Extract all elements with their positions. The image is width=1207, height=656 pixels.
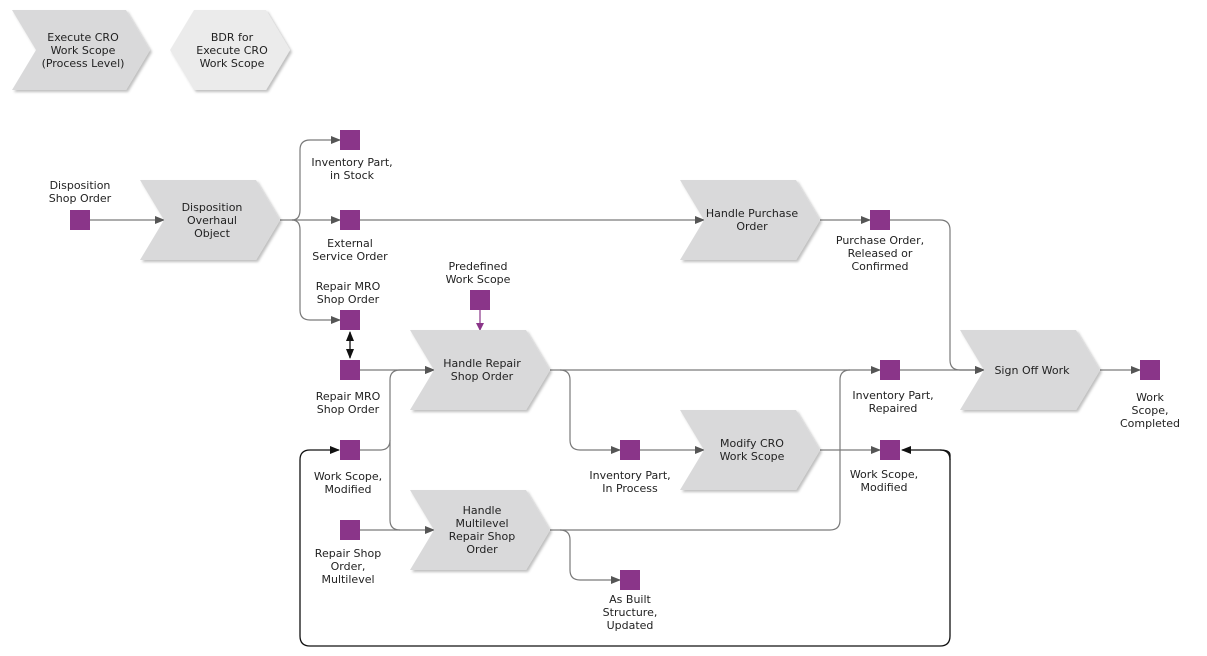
conn-feedback-to-ws-modified-right	[901, 446, 951, 460]
process-handle-repair-shop-order[interactable]	[410, 330, 550, 410]
event-inventory-part-in-stock[interactable]	[340, 130, 360, 150]
process-sign-off-work[interactable]	[960, 330, 1100, 410]
event-label-repair-mro-shop-order-bottom: Repair MRO Shop Order	[315, 390, 381, 416]
event-label-inventory-part-repaired: Inventory Part, Repaired	[852, 389, 934, 415]
process-label-sign-off-work: Sign Off Work	[994, 363, 1070, 377]
process-label-handle-purchase-order: Handle Purchase Order	[705, 207, 799, 233]
process-label-disposition-overhaul-object: Disposition Overhaul Object	[181, 200, 243, 240]
event-label-work-scope-modified-right: Work Scope, Modified	[849, 468, 919, 494]
conn-multilevel-to-as-built	[559, 529, 621, 584]
event-inventory-part-in-process[interactable]	[620, 440, 640, 460]
event-label-repair-mro-shop-order-top: Repair MRO Shop Order	[315, 280, 381, 306]
conn-ws-modified-to-handle-repair	[360, 366, 435, 451]
process-label-modify-cro-work-scope: Modify CRO Work Scope	[719, 437, 785, 463]
conn-handle-repair-to-in-process	[559, 369, 621, 454]
event-label-work-scope-modified-left: Work Scope, Modified	[313, 470, 383, 496]
event-label-repair-shop-order-multilevel: Repair Shop Order, Multilevel	[314, 547, 382, 586]
event-external-service-order[interactable]	[340, 210, 360, 230]
event-work-scope-modified-right[interactable]	[880, 440, 900, 460]
event-as-built-structure-updated[interactable]	[620, 570, 640, 590]
process-execute-cro-work-scope[interactable]	[12, 10, 150, 90]
process-label-handle-repair-shop-order: Handle Repair Shop Order	[443, 357, 521, 383]
event-label-external-service-order: External Service Order	[312, 237, 388, 263]
conn-dispo-to-repair-mro	[291, 219, 341, 324]
event-predefined-work-scope[interactable]	[470, 290, 490, 310]
event-repair-shop-order-multilevel[interactable]	[340, 520, 360, 540]
event-inventory-part-repaired[interactable]	[880, 360, 900, 380]
process-label-execute-cro-work-scope: Execute CRO Work Scope (Process Level)	[41, 30, 125, 70]
event-label-purchase-order-released: Purchase Order, Released or Confirmed	[835, 234, 925, 273]
conn-feedback-loop	[299, 446, 951, 647]
conn-multilevel-to-repaired	[550, 369, 851, 531]
event-work-scope-completed[interactable]	[1140, 360, 1160, 380]
process-modify-cro-work-scope[interactable]	[680, 410, 820, 490]
event-label-work-scope-completed: Work Scope, Completed	[1120, 391, 1180, 430]
process-disposition-overhaul-object[interactable]	[140, 180, 280, 260]
event-work-scope-modified-left[interactable]	[340, 440, 360, 460]
process-label-bdr-for-execute-cro-work-scope: BDR for Execute CRO Work Scope	[196, 30, 268, 70]
event-label-inventory-part-in-process: Inventory Part, In Process	[589, 469, 671, 495]
process-handle-purchase-order[interactable]	[680, 180, 820, 260]
event-label-as-built-structure-updated: As Built Structure, Updated	[602, 593, 658, 632]
event-label-predefined-work-scope: Predefined Work Scope	[445, 260, 511, 286]
process-label-handle-multilevel-repair-shop-order: Handle Multilevel Repair Shop Order	[448, 504, 516, 556]
conn-ws-to-multilevel	[389, 440, 401, 531]
event-label-inventory-part-in-stock: Inventory Part, in Stock	[311, 156, 393, 182]
conn-dispo-to-stock	[291, 136, 341, 221]
event-repair-mro-shop-order-bottom[interactable]	[340, 360, 360, 380]
event-disposition-shop-order[interactable]	[70, 210, 90, 230]
process-bdr-for-execute-cro-work-scope[interactable]	[170, 10, 290, 90]
event-purchase-order-released[interactable]	[870, 210, 890, 230]
process-handle-multilevel-repair-shop-order[interactable]	[410, 490, 550, 570]
event-repair-mro-shop-order-top[interactable]	[340, 310, 360, 330]
event-label-disposition-shop-order: Disposition Shop Order	[48, 179, 112, 205]
